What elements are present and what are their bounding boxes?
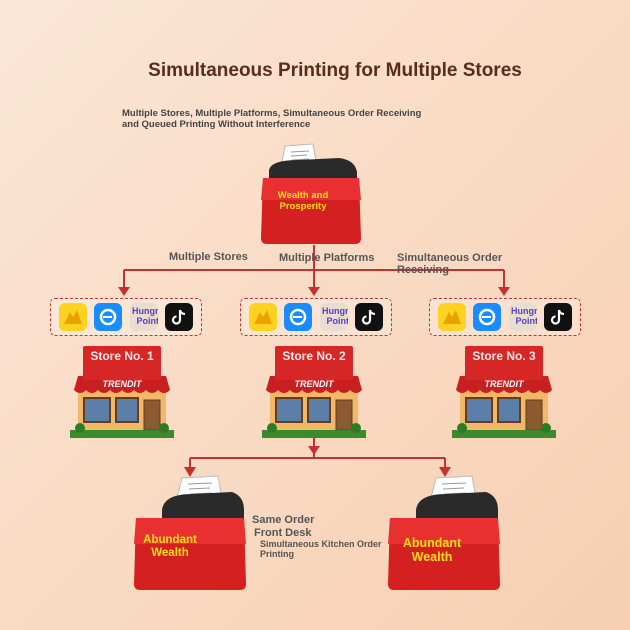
meituan-icon — [58, 303, 87, 331]
printer-icon — [134, 475, 246, 590]
store-3: TRENDIT Store No. 3 — [452, 346, 556, 440]
label-multiple-platforms: Multiple Platforms — [279, 252, 375, 264]
platform-group-3: Hungry Point — [429, 298, 581, 336]
tiktok-icon — [544, 303, 573, 331]
bottom-printer-right: Abundant Wealth — [386, 474, 502, 594]
platform-group-2: Hungry Point — [240, 298, 392, 336]
store-sign: Store No. 3 — [465, 346, 543, 380]
tiktok-icon — [165, 303, 194, 331]
store-sign: Store No. 2 — [275, 346, 353, 380]
eleme-icon — [94, 303, 123, 331]
meituan-icon — [248, 303, 277, 331]
store-1: TRENDIT Store No. 1 — [70, 346, 174, 440]
meituan-icon — [437, 303, 466, 331]
store-2: TRENDIT Store No. 2 — [262, 346, 366, 440]
label-multiple-stores: Multiple Stores — [169, 251, 248, 263]
eleme-icon — [473, 303, 502, 331]
store-sign: Store No. 1 — [83, 346, 161, 380]
hungry-point-icon: Hungry Point — [508, 303, 537, 331]
platform-group-1: Hungry Point — [50, 298, 202, 336]
store-brand: TRENDIT — [484, 379, 524, 389]
hungry-point-icon: Hungry Point — [129, 303, 158, 331]
tiktok-icon — [355, 303, 384, 331]
storefront-icon — [452, 376, 556, 438]
label-front-desk: Front Desk — [254, 527, 312, 539]
eleme-icon — [284, 303, 313, 331]
top-printer-label: Wealth and Prosperity — [277, 190, 329, 212]
label-simultaneous-order: Simultaneous Order Receiving — [397, 252, 503, 276]
label-same-order: Same Order — [252, 514, 315, 526]
store-brand: TRENDIT — [294, 379, 334, 389]
bottom-printer-label: Abundant Wealth — [402, 536, 462, 564]
hungry-point-icon: Hungry Point — [319, 303, 348, 331]
page-title: Simultaneous Printing for Multiple Store… — [148, 60, 522, 81]
bottom-printer-left: Abundant Wealth — [132, 474, 248, 594]
page-subtitle: Multiple Stores, Multiple Platforms, Sim… — [122, 108, 422, 130]
bottom-printer-label: Abundant Wealth — [143, 534, 197, 559]
store-brand: TRENDIT — [102, 379, 142, 389]
printer-icon — [388, 475, 500, 590]
storefront-icon — [262, 376, 366, 438]
top-printer: Wealth and Prosperity — [259, 140, 363, 248]
label-kitchen-printing: Simultaneous Kitchen Order Printing — [260, 539, 382, 559]
printer-icon — [261, 143, 361, 244]
